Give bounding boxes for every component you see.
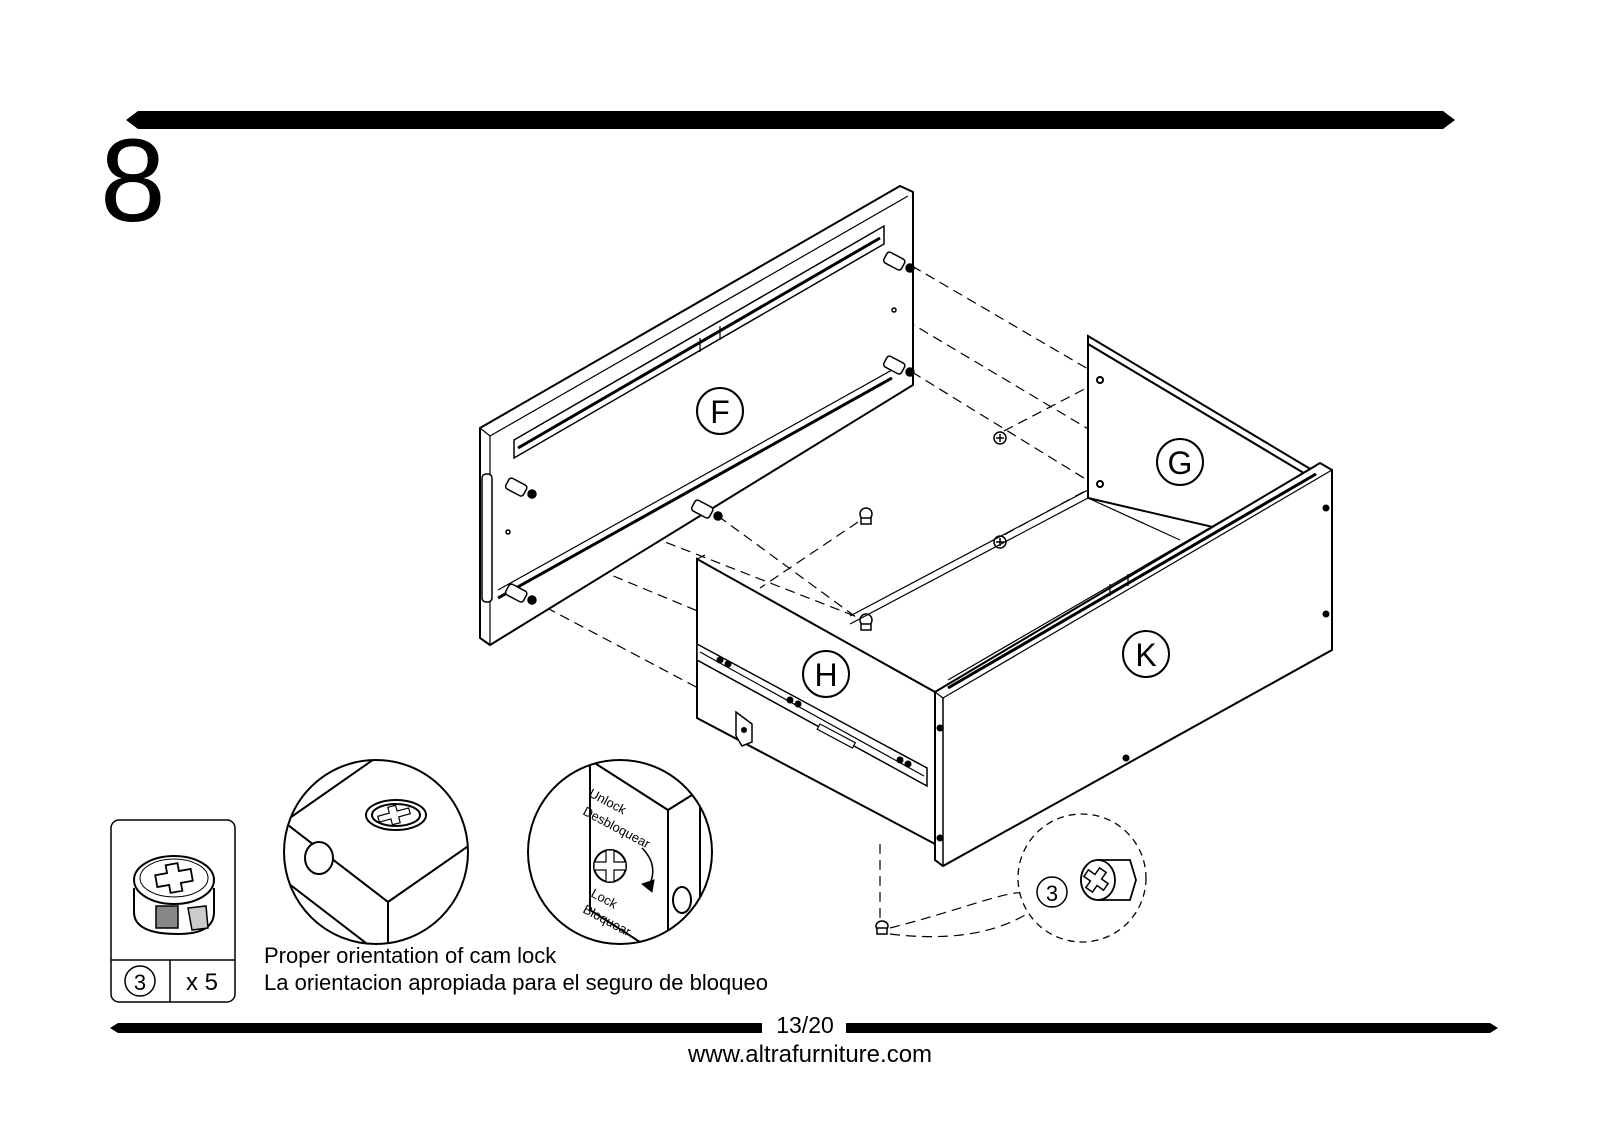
footer-rule [110,1023,1498,1033]
panel-g-label: G [1168,445,1193,481]
cam-lock-callout: 3 [1017,813,1147,943]
hardware-quantity: x 5 [186,969,218,996]
drawer-bottom [849,489,1089,625]
cam-lock-small [875,920,889,935]
panel-g-badge [1156,438,1204,486]
lock-orientation-detail: Unlock Desbloquear Lock Bloquear [527,759,713,945]
panel-k-label: K [1135,637,1156,673]
callout-part-badge [1036,876,1068,908]
panel-k-badge [1122,630,1170,678]
cam-hole-detail [283,759,469,945]
hardware-box: 3 x 5 [110,819,236,1003]
hardware-part-badge [124,965,156,997]
panel-h-label: H [814,657,837,693]
panel-h-badge [802,650,850,698]
panel-labels [696,387,1204,698]
cam-lock-icon [1080,859,1137,901]
callout-part-number: 3 [1046,881,1058,906]
caption-english: Proper orientation of cam lock [264,943,557,968]
panel-h-side [696,554,936,846]
caption-spanish: La orientacion apropiada para el seguro … [264,970,768,995]
header-rule [126,111,1455,129]
page-number: 13/20 [770,1012,840,1039]
panel-f-badge [696,387,744,435]
step-number: 8 [100,115,166,247]
hardware-part-number: 3 [134,970,146,995]
cam-lock-hardware-icon [133,855,215,936]
website-url: www.altrafurniture.com [687,1041,933,1068]
panel-f-label: F [710,394,730,430]
dowels-and-bolts [504,251,1007,631]
panel-g-side [1087,334,1313,552]
